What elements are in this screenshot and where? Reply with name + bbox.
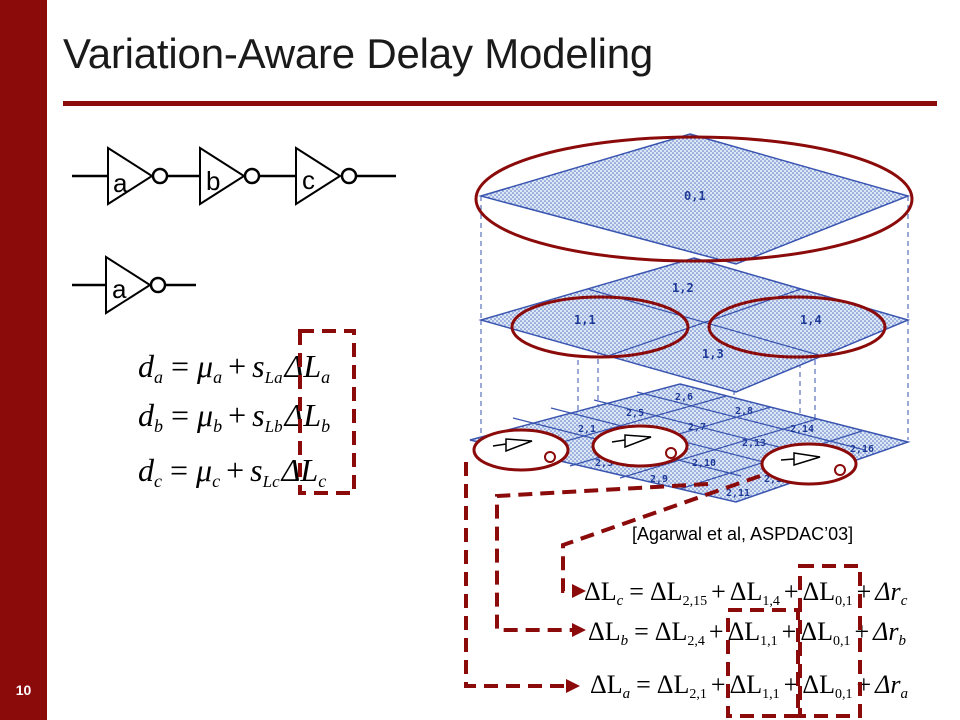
decomp-eq-b: ΔLb=ΔL2,4+ΔL1,1+ΔL0,1+Δrb: [588, 617, 907, 649]
svg-text:2,13: 2,13: [742, 438, 766, 449]
gate-label-c: c: [302, 165, 315, 195]
delta-l-highlight-box: [298, 329, 356, 495]
level0-highlight-ellipse: [474, 135, 914, 263]
inverter-chain: a b c: [72, 146, 396, 206]
delay-eq-b: db=μb+sLbΔLb: [138, 397, 330, 436]
svg-text:2,8: 2,8: [735, 406, 753, 417]
level1-left-highlight-ellipse: [510, 295, 690, 359]
svg-text:ΔLa=ΔL2,1+ΔL1,1+ΔL0,1+Δra: ΔLa=ΔL2,1+ΔL1,1+ΔL0,1+Δra: [590, 670, 908, 702]
svg-text:db=μb+sLbΔLb: db=μb+sLbΔLb: [138, 397, 330, 436]
connector-b: [495, 482, 709, 632]
grid-level-1: 1,2 1,1 1,4 1,3: [478, 257, 911, 393]
shared-term-box-level1: [726, 608, 800, 718]
svg-text:2,11: 2,11: [726, 488, 750, 499]
grid-level-0: 0,1: [478, 133, 911, 265]
svg-text:1,3: 1,3: [702, 347, 724, 361]
svg-text:ΔLc=ΔL2,15+ΔL1,4+ΔL0,1+Δrc: ΔLc=ΔL2,15+ΔL1,4+ΔL0,1+Δrc: [584, 577, 908, 609]
slide-title: Variation-Aware Delay Modeling: [63, 30, 654, 77]
gate-label-a: a: [113, 168, 128, 198]
svg-text:2,14: 2,14: [790, 424, 814, 435]
placed-gates: [472, 424, 858, 486]
placed-gate-a: [472, 428, 570, 472]
citation: [Agarwal et al, ASPDAC’03]: [632, 524, 854, 544]
svg-text:2,6: 2,6: [675, 392, 693, 403]
connector-arrowheads: [566, 584, 586, 693]
gate-a: a: [107, 146, 169, 206]
connector-a: [464, 462, 565, 688]
svg-text:2,1: 2,1: [578, 424, 596, 435]
svg-text:2,16: 2,16: [850, 444, 874, 455]
gate-c: c: [295, 146, 358, 206]
page-number: 10: [15, 682, 32, 698]
region-highlights: [474, 135, 914, 359]
delay-eq-a: da=μa+sLaΔLa: [138, 348, 330, 387]
gate-b: b: [199, 146, 261, 206]
connector-arrows: [464, 462, 761, 688]
gate-label-b: b: [206, 166, 220, 196]
decomp-eq-c: ΔLc=ΔL2,15+ΔL1,4+ΔL0,1+Δrc: [584, 577, 908, 609]
grid-hierarchy: 2,6 2,5 2,8 2,1 2,7 2,14 2,13 2,16 2,3 2…: [469, 133, 914, 503]
svg-text:da=μa+sLaΔLa: da=μa+sLaΔLa: [138, 348, 330, 387]
decomposition-equations: ΔLc=ΔL2,15+ΔL1,4+ΔL0,1+Δrc ΔLb=ΔL2,4+ΔL1…: [584, 564, 908, 718]
title-underline: [63, 101, 937, 106]
svg-text:2,7: 2,7: [688, 422, 706, 433]
svg-text:ΔLb=ΔL2,4+ΔL1,1+ΔL0,1+Δrb: ΔLb=ΔL2,4+ΔL1,1+ΔL0,1+Δrb: [588, 617, 907, 649]
svg-text:2,3: 2,3: [595, 458, 613, 469]
sidebar-band: [0, 0, 47, 720]
svg-text:0,1: 0,1: [684, 189, 706, 203]
placed-gate-b: [591, 424, 689, 468]
single-gate-label: a: [112, 274, 127, 304]
svg-text:1,1: 1,1: [574, 313, 596, 327]
placed-gate-c: [760, 442, 858, 486]
decomp-eq-a: ΔLa=ΔL2,1+ΔL1,1+ΔL0,1+Δra: [590, 670, 908, 702]
svg-text:dc=μc+sLcΔLc: dc=μc+sLcΔLc: [138, 452, 326, 491]
svg-text:2,5: 2,5: [626, 408, 644, 419]
svg-text:1,2: 1,2: [672, 281, 694, 295]
level1-right-highlight-ellipse: [707, 295, 887, 359]
svg-text:2,9: 2,9: [650, 474, 668, 485]
shared-term-box-level0: [798, 564, 862, 718]
delay-eq-c: dc=μc+sLcΔLc: [138, 452, 326, 491]
delay-equations: da=μa+sLaΔLa db=μb+sLbΔLb dc=μc+sLcΔLc: [138, 329, 356, 495]
connector-c: [561, 474, 761, 593]
svg-text:1,4: 1,4: [800, 313, 822, 327]
svg-text:2,10: 2,10: [692, 458, 716, 469]
single-inverter: a: [72, 255, 196, 315]
